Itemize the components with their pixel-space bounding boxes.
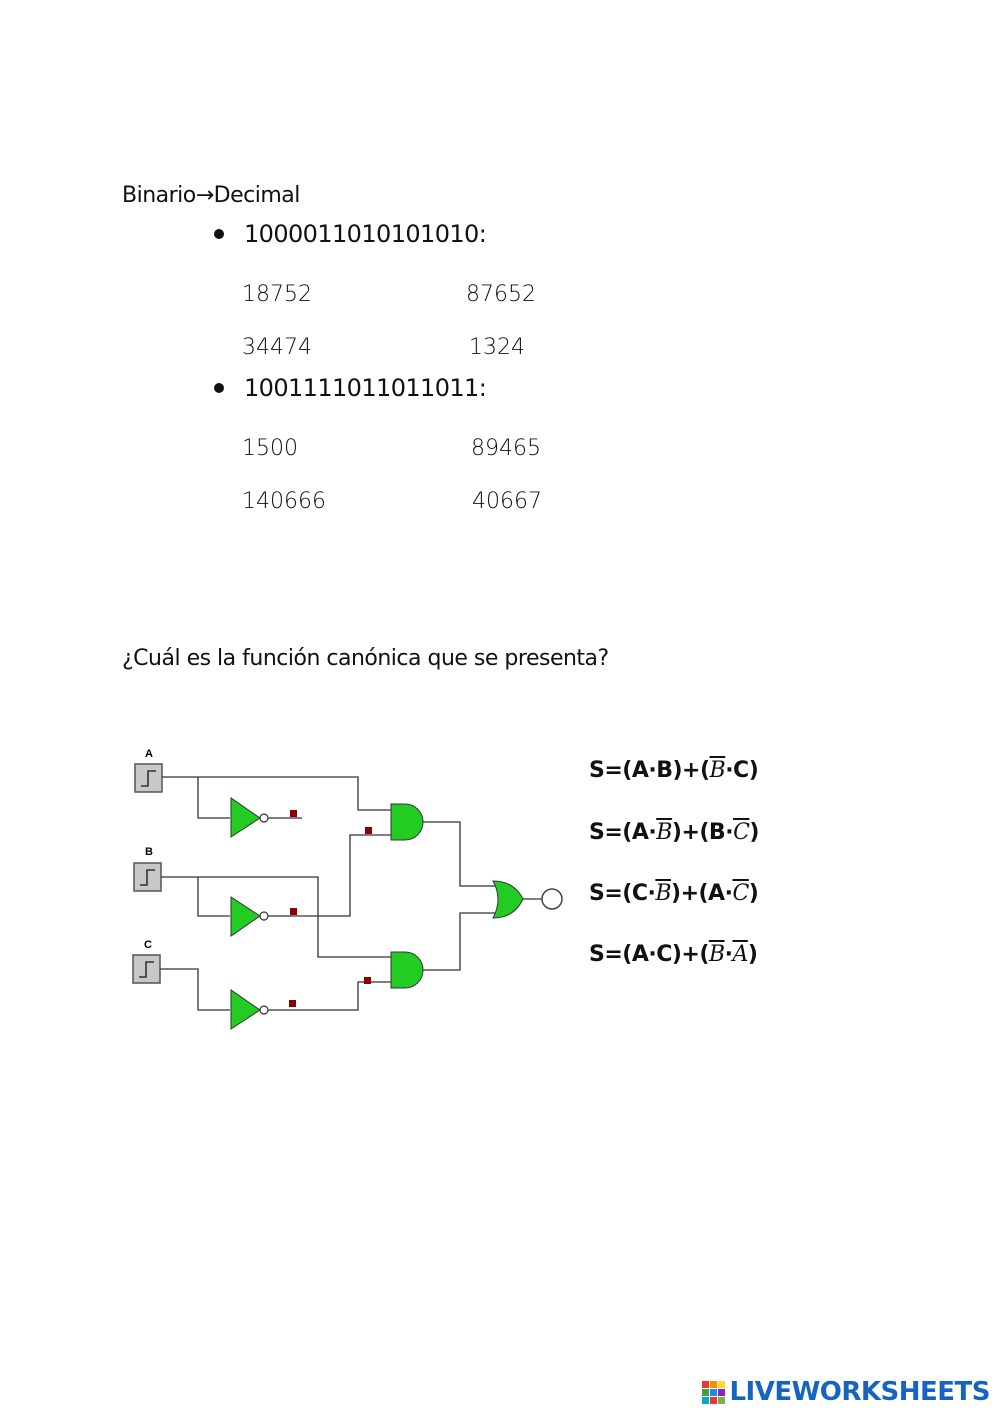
option-button[interactable]: 1500 <box>242 436 298 461</box>
input-switch-b <box>133 862 162 892</box>
brand-name: LIVEWORKSHEETS <box>729 1377 990 1407</box>
question-heading: ¿Cuál es la función canónica que se pres… <box>122 646 609 671</box>
input-switch-c <box>132 954 161 984</box>
probe-pins <box>289 810 372 1007</box>
formula-option-1[interactable]: S=(A·B)+(B·C) <box>589 758 759 783</box>
section-heading-binario: Binario→Decimal <box>122 183 300 208</box>
option-button[interactable]: 87652 <box>466 282 536 307</box>
or-gate <box>492 880 524 919</box>
bullet-icon <box>214 229 224 239</box>
liveworksheets-logo: LIVEWORKSHEETS <box>702 1377 990 1407</box>
input-switch-a <box>134 763 163 793</box>
logo-grid-icon <box>702 1380 726 1404</box>
binary-number: 1001111011011011: <box>244 374 487 402</box>
binary-number: 1000011010101010: <box>244 220 487 248</box>
formula-option-4[interactable]: S=(A·C)+(B·A) <box>589 942 758 967</box>
binary-item-2: 1001111011011011: <box>214 374 487 402</box>
not-gate <box>230 989 269 1030</box>
input-label: B <box>145 846 153 858</box>
input-label: C <box>144 939 152 951</box>
option-button[interactable]: 40667 <box>472 489 542 514</box>
and-gate <box>390 803 424 841</box>
binary-item-1: 1000011010101010: <box>214 220 487 248</box>
input-label: A <box>145 748 153 760</box>
logic-circuit-diagram: A B C <box>132 748 563 1030</box>
output-lamp <box>541 888 563 910</box>
option-button[interactable]: 18752 <box>242 282 312 307</box>
and-gate <box>390 951 424 989</box>
formula-option-3[interactable]: S=(C·B)+(A·C) <box>589 881 759 906</box>
not-gate <box>230 896 269 937</box>
circuit-wires <box>160 776 495 1011</box>
not-gate <box>230 797 269 838</box>
option-button[interactable]: 89465 <box>471 436 541 461</box>
option-button[interactable]: 140666 <box>242 489 326 514</box>
option-button[interactable]: 1324 <box>469 335 525 360</box>
formula-option-2[interactable]: S=(A·B)+(B·C) <box>589 820 759 845</box>
option-button[interactable]: 34474 <box>242 335 312 360</box>
bullet-icon <box>214 383 224 393</box>
